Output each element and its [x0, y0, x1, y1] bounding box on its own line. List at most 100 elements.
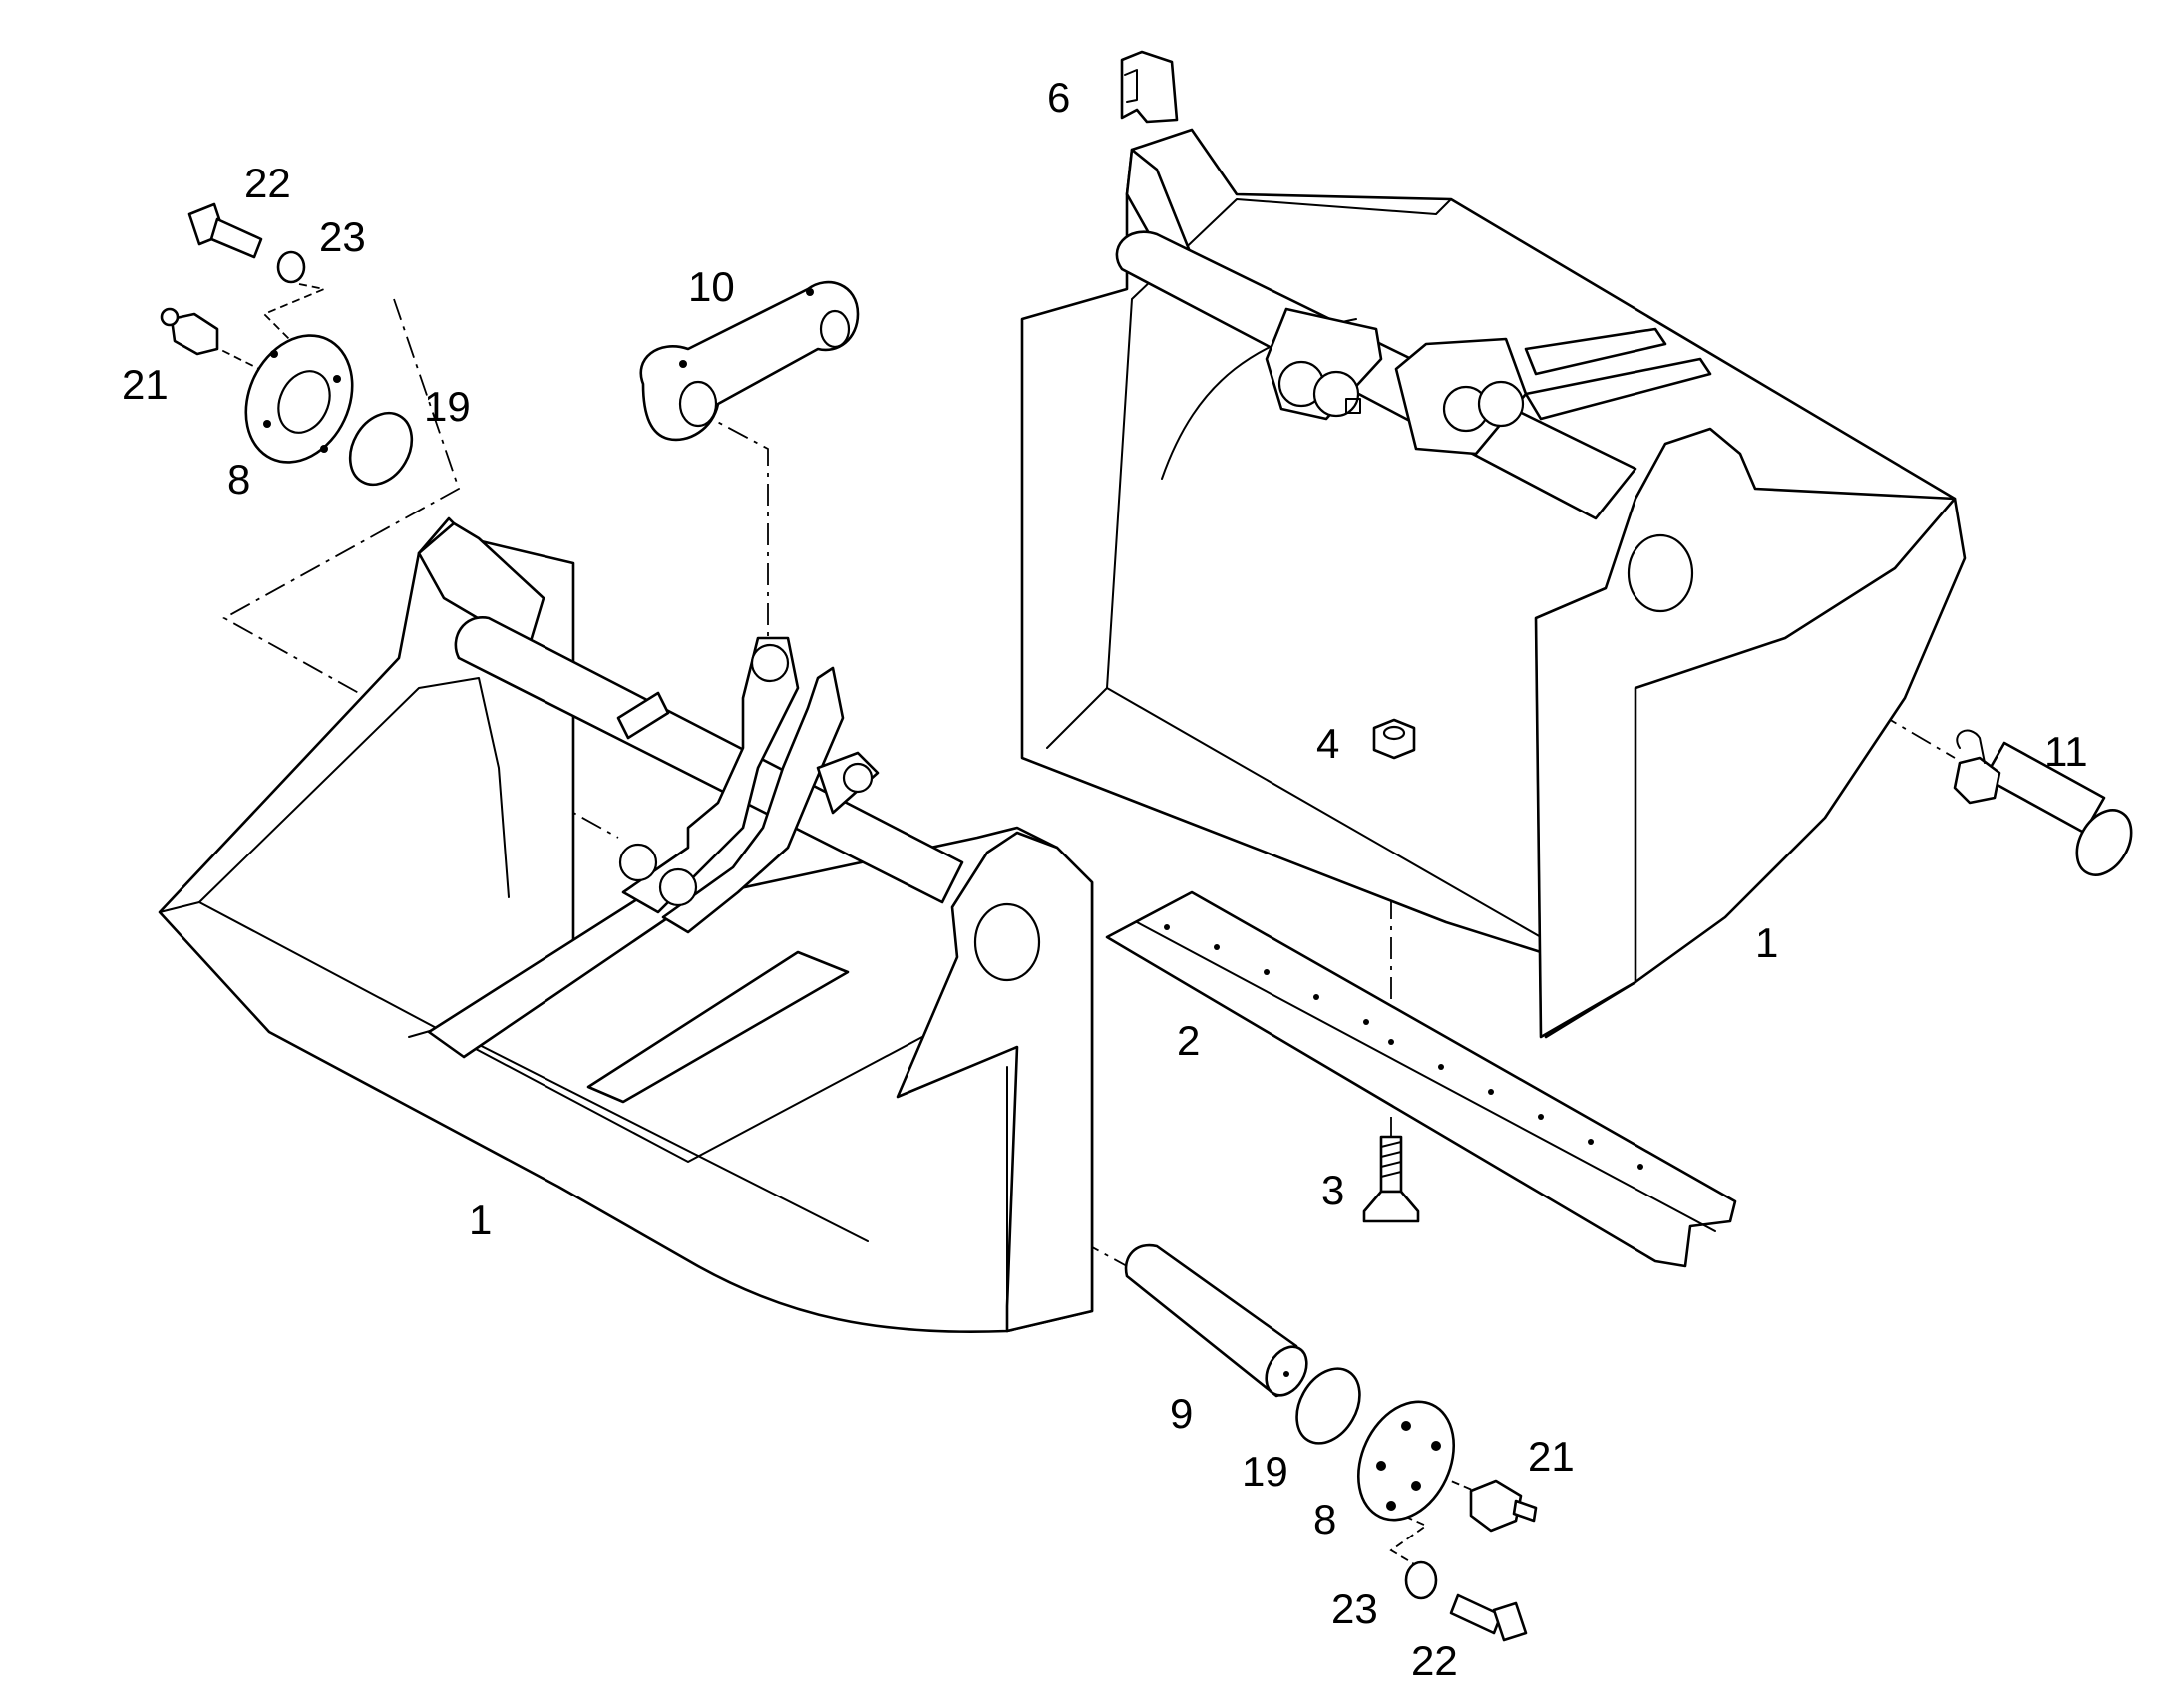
blade-hole-8 — [1488, 1089, 1494, 1095]
bolt-3-thread — [1380, 1141, 1402, 1178]
callout-11: 11 — [2044, 728, 2088, 775]
callout-2: 2 — [1177, 1017, 1200, 1064]
callout-8-bottom: 8 — [1313, 1496, 1336, 1542]
seal-ring-19-top — [348, 411, 414, 487]
grease-nipple-21-top-tip — [160, 307, 180, 327]
blade-hole-3 — [1264, 969, 1270, 975]
bucket-left-bracket-hole-2 — [618, 843, 658, 882]
bucket-left-bracket-hole-3 — [658, 867, 698, 907]
bucket-left — [158, 516, 1094, 1334]
bucket-left-cross-member-2 — [586, 950, 850, 1104]
cutting-edge-blade — [1105, 890, 1737, 1268]
bolt-3 — [1362, 1135, 1420, 1223]
grease-nipple-21-bottom-tip — [1512, 1499, 1538, 1523]
seal-ring-19-bottom — [1295, 1367, 1361, 1445]
tooth-6-body — [1120, 50, 1179, 124]
bucket-right — [1020, 128, 1967, 1039]
blade-hole-6 — [1388, 1039, 1394, 1045]
nut-4 — [1372, 718, 1416, 760]
lock-pin-11-head — [2075, 809, 2133, 876]
bucket-left-back-plate — [417, 521, 545, 650]
bushing-8-top-bolt-hole-1 — [270, 350, 278, 358]
washer-23-top — [276, 250, 306, 284]
callout-labels: 1 1 2 3 4 6 8 8 9 10 11 19 19 21 21 22 2… — [122, 74, 2088, 1684]
blade-top-edge — [1136, 921, 1716, 1232]
nut-4-hole — [1382, 725, 1406, 741]
callout-22-top: 22 — [244, 160, 291, 206]
link-arm-10-grease-2 — [806, 288, 814, 296]
callout-6: 6 — [1047, 74, 1070, 121]
blade-hole-1 — [1164, 924, 1170, 930]
callout-21-bottom: 21 — [1528, 1433, 1575, 1480]
bucket-left-side-plate — [896, 831, 1094, 1333]
blade-body — [1105, 890, 1737, 1268]
leader-link-to-bucket — [692, 408, 769, 638]
bucket-right-grease-nipple — [1345, 398, 1361, 414]
link-arm-10-hole-1 — [678, 380, 718, 428]
bushing-8-top — [244, 334, 354, 464]
blade-hole-4 — [1313, 994, 1319, 1000]
callout-4: 4 — [1316, 720, 1339, 767]
bucket-right-side-edge — [1535, 617, 1636, 1038]
bolt-22-bottom — [1449, 1593, 1528, 1642]
grease-nipple-21-top — [160, 307, 219, 356]
bushing-8-bottom-bolt-hole-4 — [1411, 1481, 1421, 1491]
bucket-right-inner-back — [1106, 198, 1452, 689]
callout-1-right: 1 — [1755, 919, 1778, 966]
bucket-right-pin-hole — [1627, 533, 1694, 613]
lock-pin-11-clip — [1956, 729, 1986, 764]
bushing-8-top-bolt-hole-3 — [320, 445, 328, 453]
lock-pin-11-collar — [1953, 756, 2001, 805]
bucket-left-inner-wall — [198, 677, 510, 903]
bolt-22-top-shank — [209, 217, 263, 259]
bucket-right-ribs — [1524, 327, 1712, 421]
bucket-right-shaft — [1115, 230, 1637, 520]
leader-washer-top — [262, 283, 328, 340]
lock-pin-11 — [1953, 729, 2133, 876]
callout-1-left: 1 — [469, 1196, 492, 1243]
link-arm-10-grease-1 — [679, 360, 687, 368]
bolt-22-top — [187, 202, 263, 259]
callout-9: 9 — [1170, 1390, 1193, 1437]
blade-hole-7 — [1438, 1064, 1444, 1070]
tooth-6-slot — [1124, 69, 1138, 103]
bucket-left-bracket-hole-1 — [750, 643, 790, 683]
bushing-8-bottom-bolt-hole-2 — [1431, 1441, 1441, 1451]
tooth-6 — [1120, 50, 1179, 124]
blade-hole-9 — [1538, 1114, 1544, 1120]
lock-pin-11-shaft — [1983, 741, 2106, 835]
bolt-22-bottom-head — [1492, 1601, 1528, 1642]
leader-grease-top — [198, 338, 260, 370]
pin-9 — [1124, 1243, 1308, 1398]
link-arm-10-hole-2 — [819, 309, 851, 349]
bushing-8-top-center — [277, 370, 331, 434]
bushing-8-top-bolt-hole-2 — [333, 375, 341, 383]
blade-hole-5 — [1363, 1019, 1369, 1025]
callout-23-bottom: 23 — [1331, 1585, 1378, 1632]
bushing-8-bottom-bolt-hole-3 — [1376, 1461, 1386, 1471]
bushing-8-bottom-rim — [1356, 1400, 1456, 1522]
callout-19-bottom: 19 — [1242, 1448, 1288, 1495]
callout-22-bottom: 22 — [1411, 1637, 1458, 1684]
grease-nipple-21-bottom — [1469, 1479, 1538, 1533]
callout-21-top: 21 — [122, 361, 169, 408]
callout-19-top: 19 — [424, 383, 471, 430]
link-arm-10-body — [639, 280, 860, 442]
blade-hole-11 — [1637, 1164, 1643, 1170]
callout-3: 3 — [1321, 1167, 1344, 1213]
blade-hole-2 — [1214, 944, 1220, 950]
leader-washer-bottom — [1380, 1505, 1428, 1566]
bushing-8-top-bolt-hole-4 — [263, 420, 271, 428]
pin-9-grease-hole — [1283, 1371, 1289, 1377]
bucket-right-bracket-hole-2 — [1312, 370, 1360, 418]
bucket-left-bracket-plate-2 — [661, 666, 845, 934]
callout-10: 10 — [688, 263, 735, 310]
bucket-left-bracket-plate-1 — [621, 636, 800, 914]
callout-23-top: 23 — [319, 213, 366, 260]
bucket-left-pin-hole — [973, 902, 1041, 982]
bolt-22-bottom-shank — [1449, 1593, 1503, 1635]
callout-8-top: 8 — [227, 456, 250, 503]
washer-23-bottom — [1404, 1560, 1438, 1600]
bushing-8-bottom-bolt-hole-1 — [1401, 1421, 1411, 1431]
